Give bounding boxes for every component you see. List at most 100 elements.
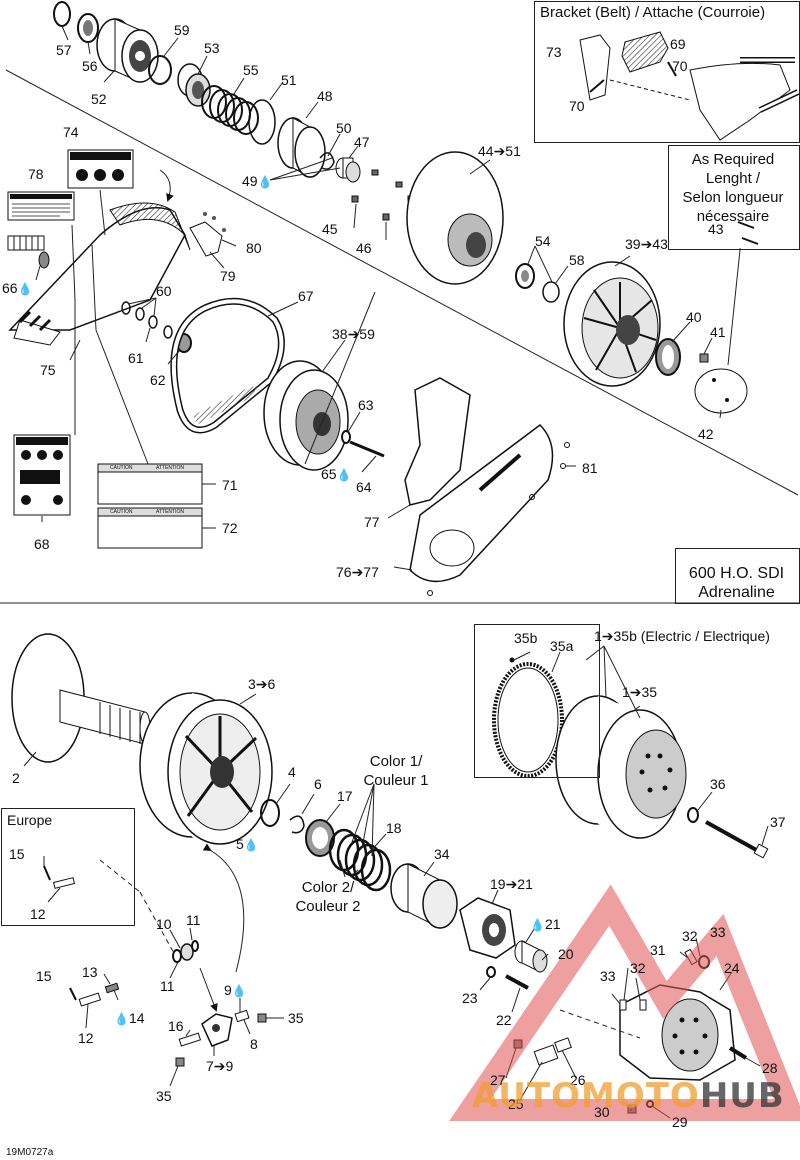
leader-lines-upper [35, 25, 741, 571]
part-4-ring [260, 799, 280, 827]
callout: 19➔21 [490, 876, 533, 892]
callout: 5💧 [236, 836, 259, 852]
part-47-bushing [335, 157, 361, 183]
part-67-drive-belt [170, 297, 285, 434]
part-41-nut [699, 353, 709, 363]
callout: 50 [336, 120, 352, 136]
callout: 71 [222, 477, 238, 493]
decal-72-caution: CAUTION [110, 509, 133, 515]
callout: 17 [337, 788, 353, 804]
callout: 15 [9, 846, 25, 862]
callout: 11 [186, 912, 201, 928]
callout: 54 [535, 233, 551, 249]
callout: 26 [570, 1072, 586, 1088]
callout: 7➔9 [206, 1058, 234, 1074]
callout: 27 [490, 1072, 506, 1088]
decal-72 [97, 507, 203, 549]
callout: 33 [600, 968, 616, 984]
callout: 40 [686, 309, 702, 325]
part-23-washer [486, 966, 496, 978]
callout: 68 [34, 536, 50, 552]
part-51-retaining-ring [248, 99, 276, 145]
callout: 32 [630, 960, 646, 976]
callout: 20 [558, 946, 574, 962]
part-52-drum [96, 18, 159, 83]
section-label: 600 H.O. SDI Adrenaline [688, 565, 785, 601]
callout: 56 [82, 58, 98, 74]
part-1-drive-pulley [555, 695, 687, 839]
part-19-spider [459, 897, 516, 959]
part-66-shaft [7, 235, 50, 269]
part-34-sleeve [390, 863, 458, 929]
decal-68 [13, 434, 71, 516]
callout: 2 [12, 770, 20, 786]
part-57-ring [53, 1, 71, 27]
callout: 49💧 [242, 173, 273, 189]
part-20-bushing [514, 940, 548, 973]
callout: 28 [762, 1060, 778, 1076]
callout: 29 [672, 1114, 688, 1130]
decal-71-caution: CAUTION [110, 465, 133, 471]
part-16-pin [178, 1032, 202, 1047]
part-28-bolt [728, 1046, 748, 1060]
callout: 81 [582, 460, 598, 476]
callout: 35a [550, 638, 574, 654]
oil-drop-icon: 💧 [336, 468, 352, 482]
callout: 33 [710, 924, 726, 940]
callout: 11 [160, 978, 175, 994]
callout: 22 [496, 1012, 512, 1028]
callout: 66💧 [2, 280, 33, 296]
callout: 13 [82, 964, 98, 980]
part-37-bolt [705, 820, 761, 854]
part-38-driven-pulley [263, 360, 349, 471]
callout: 16 [168, 1018, 184, 1034]
callout: 80 [246, 240, 262, 256]
callout: 75 [40, 362, 56, 378]
callout: 30 [594, 1104, 610, 1120]
part-50-clip [319, 152, 335, 170]
drawing-code: 19M0727a [6, 1147, 54, 1158]
callout: 76➔77 [336, 564, 379, 580]
callout: 65💧 [321, 466, 352, 482]
callout: 37 [770, 814, 786, 830]
part-39-clutch-pulley [563, 261, 661, 387]
watermark-logo [449, 884, 800, 1121]
callout: 52 [91, 91, 107, 107]
part-2-fixed-sheave [11, 633, 151, 763]
part-75-belt-guard [8, 202, 191, 346]
callout: 24 [724, 960, 740, 976]
electric-label: 1➔35b (Electric / Electrique) [594, 628, 770, 644]
part-36-washer [687, 807, 699, 823]
part-35-nut-b [175, 1057, 185, 1067]
callout: 25 [508, 1096, 524, 1112]
callout: 18 [386, 820, 402, 836]
part-63-washer [341, 430, 351, 444]
decal-71-attention: ATTENTION [156, 465, 184, 471]
callout: 4 [288, 764, 296, 780]
callout: 15 [36, 968, 52, 984]
callout: 78 [28, 166, 44, 182]
oil-drop-icon: 💧 [243, 838, 259, 852]
europe-parts [43, 865, 76, 889]
callout: 51 [281, 72, 297, 88]
oil-drop-icon: 💧 [530, 918, 545, 932]
part-76-cover [409, 424, 554, 583]
callout: 6 [314, 776, 322, 792]
callout: 47 [354, 134, 370, 150]
electric-box [474, 624, 600, 778]
decal-72-attention: ATTENTION [156, 509, 184, 515]
part-6-clip [289, 815, 305, 834]
part-35-nut-a [257, 1013, 267, 1023]
part-42-disc [694, 368, 748, 414]
part-22-bolt [505, 974, 529, 990]
part-64-bolt [349, 440, 385, 458]
callout: 8 [250, 1036, 258, 1052]
part-43-screws [737, 221, 759, 245]
part-58-ring [542, 281, 560, 303]
callout: 35b [514, 630, 538, 646]
part-45-46-screws [351, 169, 415, 221]
callout: 12 [30, 906, 46, 922]
callout: 60 [156, 283, 172, 299]
callout: 58 [569, 252, 585, 268]
callout: 35 [156, 1088, 172, 1104]
